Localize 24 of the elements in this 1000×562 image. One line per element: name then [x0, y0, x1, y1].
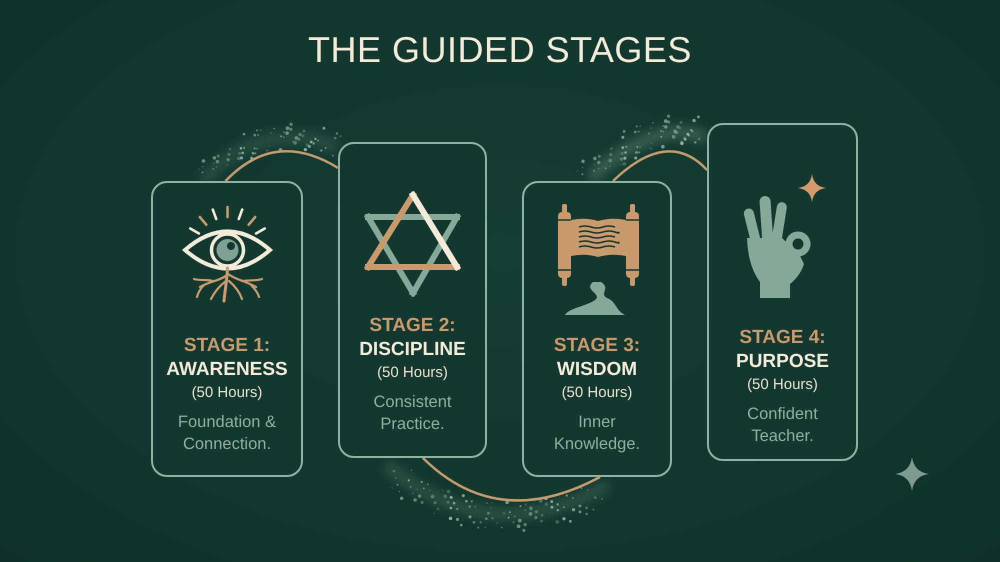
connector-arc	[612, 150, 708, 182]
stage-number: STAGE 3:	[554, 334, 640, 358]
stage-number: STAGE 2:	[369, 314, 456, 338]
hours-label: (50 Hours)	[192, 383, 262, 403]
connector-arc	[224, 150, 339, 182]
stage-title: WISDOM	[556, 358, 638, 382]
stage-description: Foundation & Connection.	[176, 412, 278, 455]
hours-label: (50 Hours)	[377, 363, 448, 383]
stage-title: DISCIPLINE	[359, 338, 466, 362]
stage-title: AWARENESS	[166, 358, 288, 382]
hours-label: (50 Hours)	[747, 375, 818, 395]
stage-description: Consistent Practice.	[372, 392, 452, 435]
stage-card	[707, 123, 858, 461]
stage-number: STAGE 4:	[739, 326, 826, 350]
stage-card	[522, 181, 672, 477]
stage-card	[151, 181, 303, 477]
stage-description: Inner Knowledge.	[552, 412, 642, 455]
stage-card	[338, 142, 487, 458]
stage-description: Confident Teacher.	[746, 404, 819, 447]
connector-arc	[422, 457, 601, 502]
stage-title: PURPOSE	[736, 350, 829, 374]
stage-number: STAGE 1:	[184, 334, 270, 358]
diagram-title: THE GUIDED STAGES	[308, 28, 692, 72]
hours-label: (50 Hours)	[562, 383, 632, 403]
